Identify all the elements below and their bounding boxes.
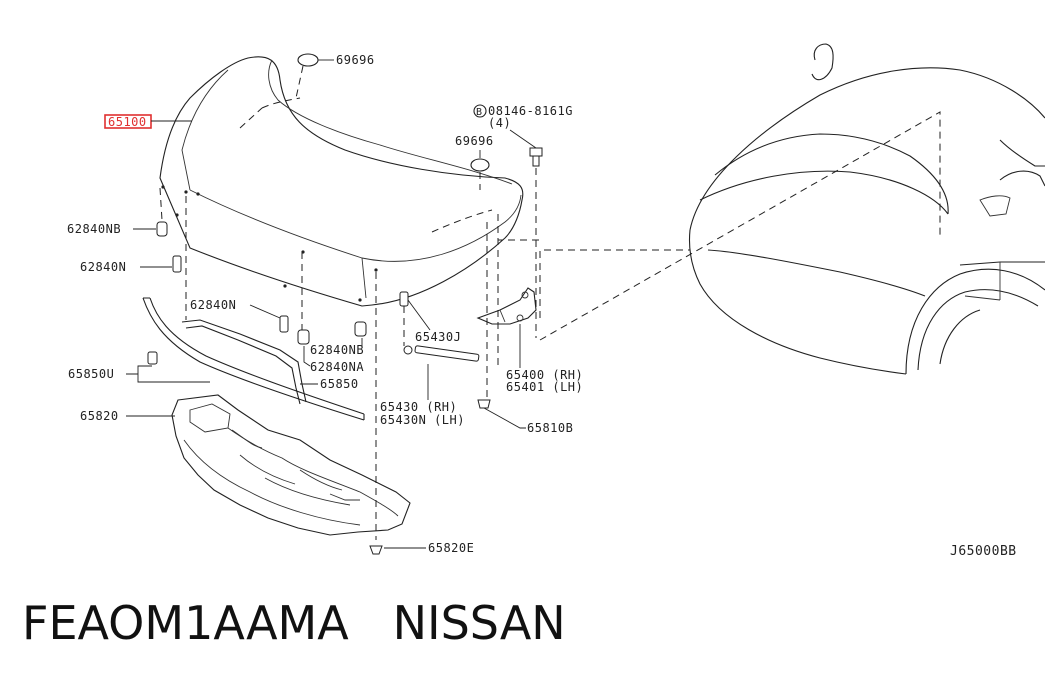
clip-65850U: [147, 351, 158, 365]
label-62840NA: 62840NA: [310, 360, 364, 374]
clip-65810B: [477, 399, 491, 409]
bumper-62840NA: [297, 329, 310, 345]
diagram-code: J65000BB: [950, 544, 1017, 559]
hood-hinge: [476, 287, 537, 325]
cap-69696-mid: [470, 158, 490, 172]
hood-fixing-points: [161, 185, 378, 302]
label-69696-mid: 69696: [455, 134, 494, 148]
label-65810B: 65810B: [527, 421, 573, 435]
bumper-62840NB-center: [354, 321, 367, 337]
caption: FEAOM1AAMA NISSAN: [22, 596, 566, 650]
hood-panel: [159, 56, 524, 307]
vehicle-outline: [688, 43, 1045, 375]
clip-65820E: [369, 545, 383, 555]
caption-spacer: [349, 596, 393, 650]
label-65430J: 65430J: [415, 330, 461, 344]
caption-part-code: FEAOM1AAMA: [22, 596, 349, 650]
label-62840N-b: 62840N: [190, 298, 236, 312]
label-65850U: 65850U: [68, 367, 114, 381]
label-62840NB-b: 62840NB: [310, 343, 364, 357]
hood-insulator-65820: [171, 394, 411, 536]
label-08146-qty: (4): [488, 116, 511, 130]
highlight-box-65100: [104, 114, 152, 129]
label-08146: 08146-8161G: [488, 104, 573, 118]
label-65850: 65850: [320, 377, 359, 391]
label-62840NB-a: 62840NB: [67, 222, 121, 236]
caption-brand: NISSAN: [392, 596, 566, 650]
label-65100: 65100: [108, 115, 147, 129]
label-65401: 65401 (LH): [506, 380, 583, 394]
label-65820: 65820: [80, 409, 119, 423]
label-69696-top: 69696: [336, 53, 375, 67]
label-08146-circle: B: [476, 107, 483, 118]
guide-hood-to-car: [539, 111, 941, 341]
bumper-62840N-center: [279, 315, 289, 333]
parts-diagram: 65100 69696 B 08146-8161G (4) 69696: [67, 43, 1045, 559]
label-65400: 65400 (RH): [506, 368, 583, 382]
bumper-62840NB-left: [156, 221, 168, 237]
bumper-62840N-left: [172, 255, 182, 273]
bolt-08146: [529, 147, 543, 167]
label-62840N-a: 62840N: [80, 260, 126, 274]
hood-strut: [403, 345, 480, 362]
cap-69696-top: [297, 53, 319, 67]
label-65820E: 65820E: [428, 541, 474, 555]
label-65430: 65430 (RH): [380, 400, 457, 414]
front-seal-65850U: [142, 297, 365, 421]
bolt-code-circle: [473, 104, 487, 118]
label-65430N: 65430N (LH): [380, 413, 465, 427]
clip-65430J: [399, 291, 409, 307]
